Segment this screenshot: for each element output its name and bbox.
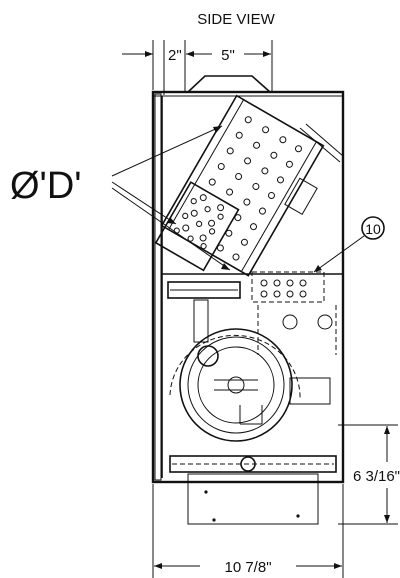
control-box: [251, 271, 325, 303]
dimension-label-height: 6 3/16": [353, 468, 400, 485]
dimension-bottom-width: 10 7/8": [152, 484, 344, 578]
top-collar: [187, 75, 271, 93]
dimension-top-opening: 5": [184, 40, 273, 92]
blower-deck: [162, 273, 343, 299]
dimension-top-left: 2": [122, 40, 182, 95]
dimension-right-height: 6 3/16": [338, 424, 400, 525]
blower-assembly: [169, 299, 331, 442]
view-title: SIDE VIEW: [197, 11, 275, 28]
diameter-callout: Ø'D': [10, 125, 231, 271]
callout-number: 10: [365, 221, 381, 237]
cabinet-outline: [151, 90, 345, 484]
knockouts: [257, 305, 337, 355]
heat-exchanger-tubes: [182, 116, 302, 261]
filter-rack: [169, 455, 337, 525]
secondary-coil: [154, 181, 240, 272]
heat-exchanger: [160, 94, 344, 277]
diameter-label: Ø'D': [10, 165, 82, 207]
dimension-label-5in: 5": [221, 47, 235, 64]
dimension-label-2in: 2": [168, 47, 182, 64]
callout-10: 10: [313, 216, 385, 273]
dimension-label-width: 10 7/8": [224, 559, 271, 576]
